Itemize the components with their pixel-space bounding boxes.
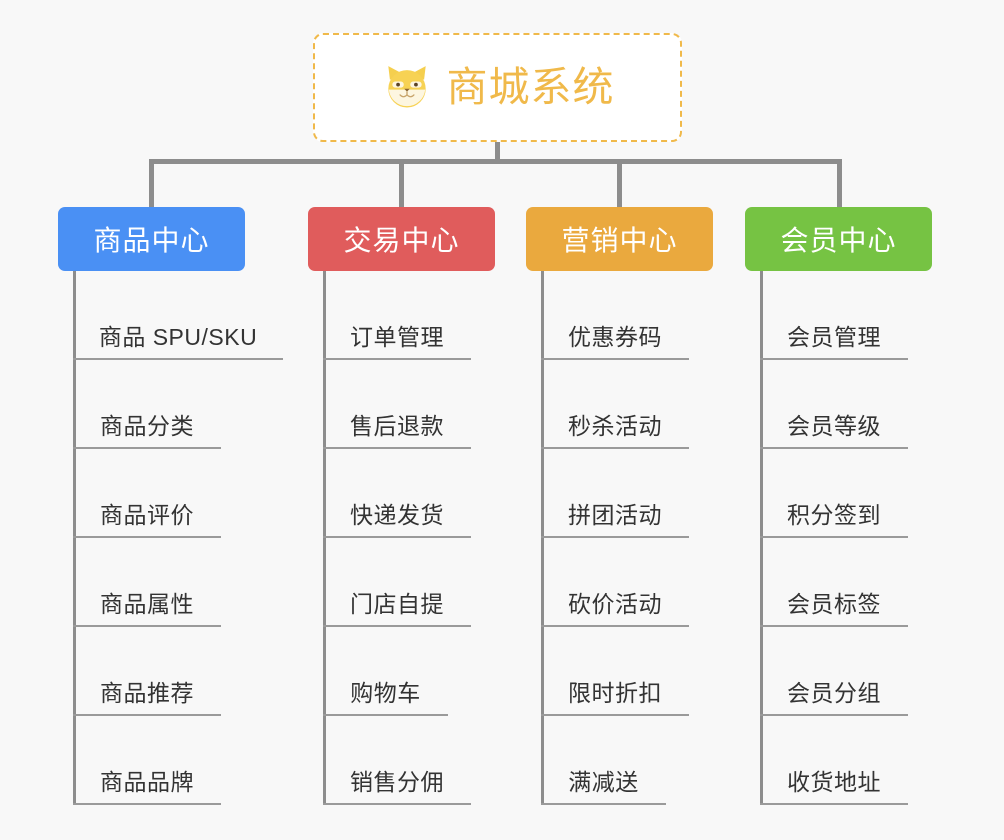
spine-marketing-center — [541, 271, 544, 805]
leaf-item[interactable]: 商品推荐 — [73, 627, 221, 716]
connector-drop-member-center — [837, 159, 842, 209]
leaf-label: 会员分组 — [787, 680, 881, 707]
leaf-label: 积分签到 — [787, 502, 881, 529]
category-header-product-center[interactable]: 商品中心 — [58, 207, 245, 271]
leaf-label: 销售分佣 — [350, 769, 444, 796]
leaf-label: 快递发货 — [350, 502, 444, 529]
leaf-label: 限时折扣 — [568, 680, 662, 707]
leaf-item[interactable]: 门店自提 — [323, 538, 471, 627]
leaf-label: 砍价活动 — [568, 591, 662, 618]
connector-drop-product-center — [149, 159, 154, 209]
leaf-label: 商品属性 — [100, 591, 194, 618]
leaf-label: 满减送 — [568, 769, 639, 796]
leaf-item[interactable]: 会员管理 — [760, 271, 908, 360]
leaf-item[interactable]: 快递发货 — [323, 449, 471, 538]
leaf-item[interactable]: 订单管理 — [323, 271, 471, 360]
leaf-item[interactable]: 商品品牌 — [73, 716, 221, 805]
leaf-list-trade-center: 订单管理 售后退款 快递发货 门店自提 购物车 销售分佣 — [323, 271, 471, 805]
spine-trade-center — [323, 271, 326, 805]
leaf-item[interactable]: 优惠券码 — [541, 271, 689, 360]
leaf-item[interactable]: 商品分类 — [73, 360, 221, 449]
leaf-label: 秒杀活动 — [568, 413, 662, 440]
leaf-label: 门店自提 — [350, 591, 444, 618]
leaf-item[interactable]: 拼团活动 — [541, 449, 689, 538]
leaf-item[interactable]: 商品属性 — [73, 538, 221, 627]
leaf-item[interactable]: 商品评价 — [73, 449, 221, 538]
leaf-item[interactable]: 会员标签 — [760, 538, 908, 627]
leaf-item[interactable]: 满减送 — [541, 716, 666, 805]
leaf-label: 会员管理 — [787, 324, 881, 351]
leaf-item[interactable]: 销售分佣 — [323, 716, 471, 805]
connector-root-stem — [495, 142, 500, 162]
category-title: 营销中心 — [561, 225, 678, 256]
category-header-trade-center[interactable]: 交易中心 — [308, 207, 495, 271]
connector-horizontal-bus — [149, 159, 842, 164]
shiba-dog-face-icon — [387, 65, 426, 107]
leaf-item[interactable]: 商品 SPU/SKU — [73, 271, 283, 360]
leaf-label: 商品分类 — [100, 413, 194, 440]
root-node-title: 商城系统 — [446, 64, 615, 110]
root-node-mall-system[interactable]: 商城系统 — [313, 33, 682, 142]
spine-member-center — [760, 271, 763, 805]
leaf-label: 商品评价 — [100, 502, 194, 529]
leaf-list-product-center: 商品 SPU/SKU 商品分类 商品评价 商品属性 商品推荐 商品品牌 — [73, 271, 283, 805]
leaf-item[interactable]: 收货地址 — [760, 716, 908, 805]
connector-drop-trade-center — [399, 159, 404, 209]
spine-product-center — [73, 271, 76, 805]
leaf-label: 会员等级 — [787, 413, 881, 440]
leaf-label: 收货地址 — [787, 769, 881, 796]
leaf-list-marketing-center: 优惠券码 秒杀活动 拼团活动 砍价活动 限时折扣 满减送 — [541, 271, 689, 805]
leaf-item[interactable]: 限时折扣 — [541, 627, 689, 716]
leaf-item[interactable]: 秒杀活动 — [541, 360, 689, 449]
category-header-marketing-center[interactable]: 营销中心 — [526, 207, 713, 271]
leaf-label: 售后退款 — [350, 413, 444, 440]
category-title: 会员中心 — [780, 225, 897, 256]
category-title: 交易中心 — [343, 225, 460, 256]
leaf-item[interactable]: 购物车 — [323, 627, 448, 716]
leaf-item[interactable]: 会员分组 — [760, 627, 908, 716]
leaf-item[interactable]: 积分签到 — [760, 449, 908, 538]
leaf-item[interactable]: 售后退款 — [323, 360, 471, 449]
leaf-label: 商品推荐 — [100, 680, 194, 707]
leaf-label: 商品品牌 — [100, 769, 194, 796]
leaf-label: 优惠券码 — [568, 324, 662, 351]
category-title: 商品中心 — [93, 225, 210, 256]
leaf-list-member-center: 会员管理 会员等级 积分签到 会员标签 会员分组 收货地址 — [760, 271, 908, 805]
leaf-label: 购物车 — [350, 680, 421, 707]
leaf-item[interactable]: 会员等级 — [760, 360, 908, 449]
leaf-item[interactable]: 砍价活动 — [541, 538, 689, 627]
leaf-label: 拼团活动 — [568, 502, 662, 529]
leaf-label: 会员标签 — [787, 591, 881, 618]
leaf-label: 商品 SPU/SKU — [98, 324, 258, 351]
category-header-member-center[interactable]: 会员中心 — [745, 207, 932, 271]
connector-drop-marketing-center — [617, 159, 622, 209]
leaf-label: 订单管理 — [350, 324, 444, 351]
